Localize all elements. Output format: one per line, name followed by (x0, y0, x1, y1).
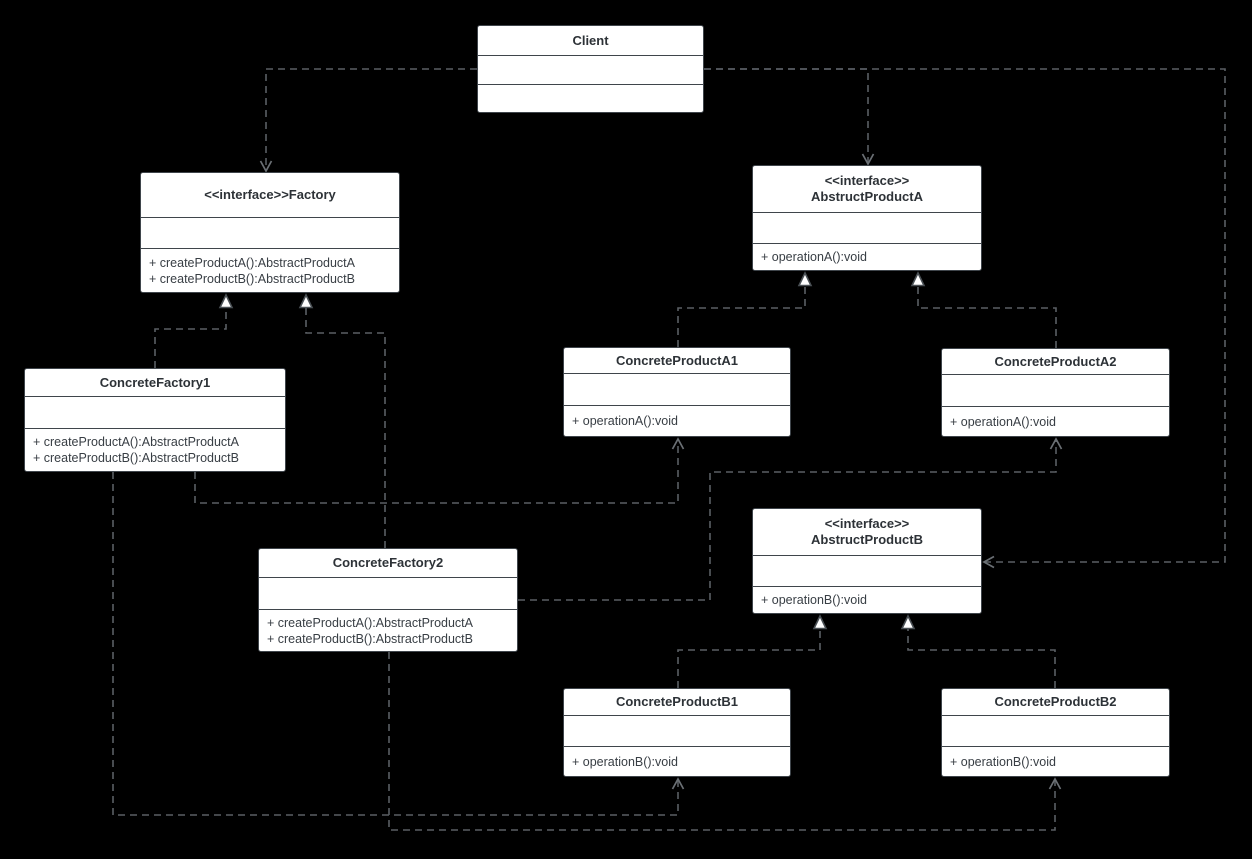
stereotype-text: <<interface>> (824, 516, 910, 531)
edge-concretefactory2-factory-realization[interactable] (298, 293, 386, 548)
attributes-compartment (753, 213, 981, 244)
method-text: + createProductA():AbstractProductA (149, 255, 355, 270)
attributes-compartment (942, 716, 1169, 747)
methods-compartment: + createProductA():AbstractProductA + cr… (141, 249, 399, 292)
class-title: ConcreteFactory1 (25, 369, 285, 397)
methods-compartment: + operationB():void (564, 747, 790, 776)
edge-client-abstructproductb-dependency[interactable] (704, 68, 1226, 569)
edge-concretefactory2-concreteproducta2-dependency[interactable] (518, 437, 1063, 601)
method-text: + createProductA():AbstractProductA (267, 615, 473, 630)
attributes-compartment (259, 578, 517, 610)
class-node-abstructproductb[interactable]: <<interface>> AbstructProductB + operati… (752, 508, 982, 614)
method-text: + operationA():void (761, 250, 867, 264)
edge-concreteproductb1-abstructproductb-realization[interactable] (677, 614, 828, 688)
method-text: + createProductB():AbstractProductB (33, 451, 239, 465)
edge-concretefactory1-concreteproducta1-dependency[interactable] (194, 437, 685, 504)
method-text: + createProductB():AbstractProductB (149, 271, 355, 286)
methods-compartment: + operationA():void (753, 244, 981, 270)
class-title: ConcreteProductA2 (942, 349, 1169, 375)
class-title: ConcreteFactory2 (259, 549, 517, 578)
class-name-text: ConcreteProductB2 (994, 694, 1117, 709)
class-title: <<interface>>Factory (141, 173, 399, 218)
methods-compartment: + createProductA():AbstractProductA + cr… (25, 429, 285, 471)
class-node-concretefactory2[interactable]: ConcreteFactory2 + createProductA():Abst… (258, 548, 518, 652)
class-title: ConcreteProductB2 (942, 689, 1169, 716)
methods-compartment: + operationB():void (753, 587, 981, 613)
methods-compartment: + createProductA():AbstractProductA + cr… (259, 610, 517, 651)
edge-concreteproducta1-abstructproducta-realization[interactable] (677, 271, 813, 347)
class-name-text: ConcreteProductB1 (615, 694, 739, 709)
edge-concretefactory1-factory-realization[interactable] (154, 293, 234, 368)
edge-client-abstructproducta-dependency[interactable] (704, 68, 875, 166)
attributes-compartment (564, 374, 790, 406)
edge-concreteproducta2-abstructproducta-realization[interactable] (910, 271, 1057, 348)
method-text: + operationA():void (950, 414, 1056, 429)
attributes-compartment (753, 556, 981, 587)
class-name-text: ConcreteFactory2 (332, 555, 444, 570)
class-node-concretefactory1[interactable]: ConcreteFactory1 + createProductA():Abst… (24, 368, 286, 472)
class-name-text: <<interface>>Factory (204, 187, 336, 202)
edge-client-factory-dependency[interactable] (259, 68, 477, 173)
method-text: + operationB():void (950, 754, 1056, 769)
attributes-compartment (942, 375, 1169, 407)
class-title: <<interface>> AbstructProductA (753, 166, 981, 213)
stereotype-text: <<interface>> (824, 173, 910, 188)
class-node-abstructproducta[interactable]: <<interface>> AbstructProductA + operati… (752, 165, 982, 271)
method-text: + createProductA():AbstractProductA (33, 435, 239, 449)
class-name-text: AbstructProductB (811, 532, 923, 547)
class-title: Client (478, 26, 703, 56)
edge-concreteproductb2-abstructproductb-realization[interactable] (900, 614, 1056, 688)
class-node-factory[interactable]: <<interface>>Factory + createProductA():… (140, 172, 400, 293)
attributes-compartment (478, 56, 703, 85)
class-node-concreteproducta2[interactable]: ConcreteProductA2 + operationA():void (941, 348, 1170, 437)
class-node-concreteproductb1[interactable]: ConcreteProductB1 + operationB():void (563, 688, 791, 777)
class-title: ConcreteProductB1 (564, 689, 790, 716)
methods-compartment: + operationB():void (942, 747, 1169, 776)
edge-concretefactory2-concreteproductb2-dependency[interactable] (388, 652, 1062, 831)
class-name-text: ConcreteFactory1 (99, 374, 211, 390)
class-title: ConcreteProductA1 (564, 348, 790, 374)
method-text: + operationB():void (572, 754, 678, 769)
class-node-concreteproductb2[interactable]: ConcreteProductB2 + operationB():void (941, 688, 1170, 777)
class-node-client[interactable]: Client (477, 25, 704, 113)
method-text: + createProductB():AbstractProductB (267, 631, 473, 646)
methods-compartment (478, 85, 703, 112)
method-text: + operationA():void (572, 414, 678, 428)
attributes-compartment (25, 397, 285, 429)
class-name-text: ConcreteProductA2 (994, 353, 1117, 369)
class-name-text: Client (572, 32, 609, 48)
methods-compartment: + operationA():void (564, 406, 790, 436)
method-text: + operationB():void (761, 593, 867, 607)
attributes-compartment (141, 218, 399, 249)
class-title: <<interface>> AbstructProductB (753, 509, 981, 556)
class-name-text: ConcreteProductA1 (615, 352, 739, 368)
edge-concretefactory1-concreteproductb1-dependency[interactable] (112, 472, 685, 816)
attributes-compartment (564, 716, 790, 747)
class-node-concreteproducta1[interactable]: ConcreteProductA1 + operationA():void (563, 347, 791, 437)
methods-compartment: + operationA():void (942, 407, 1169, 436)
class-name-text: AbstructProductA (811, 189, 923, 204)
